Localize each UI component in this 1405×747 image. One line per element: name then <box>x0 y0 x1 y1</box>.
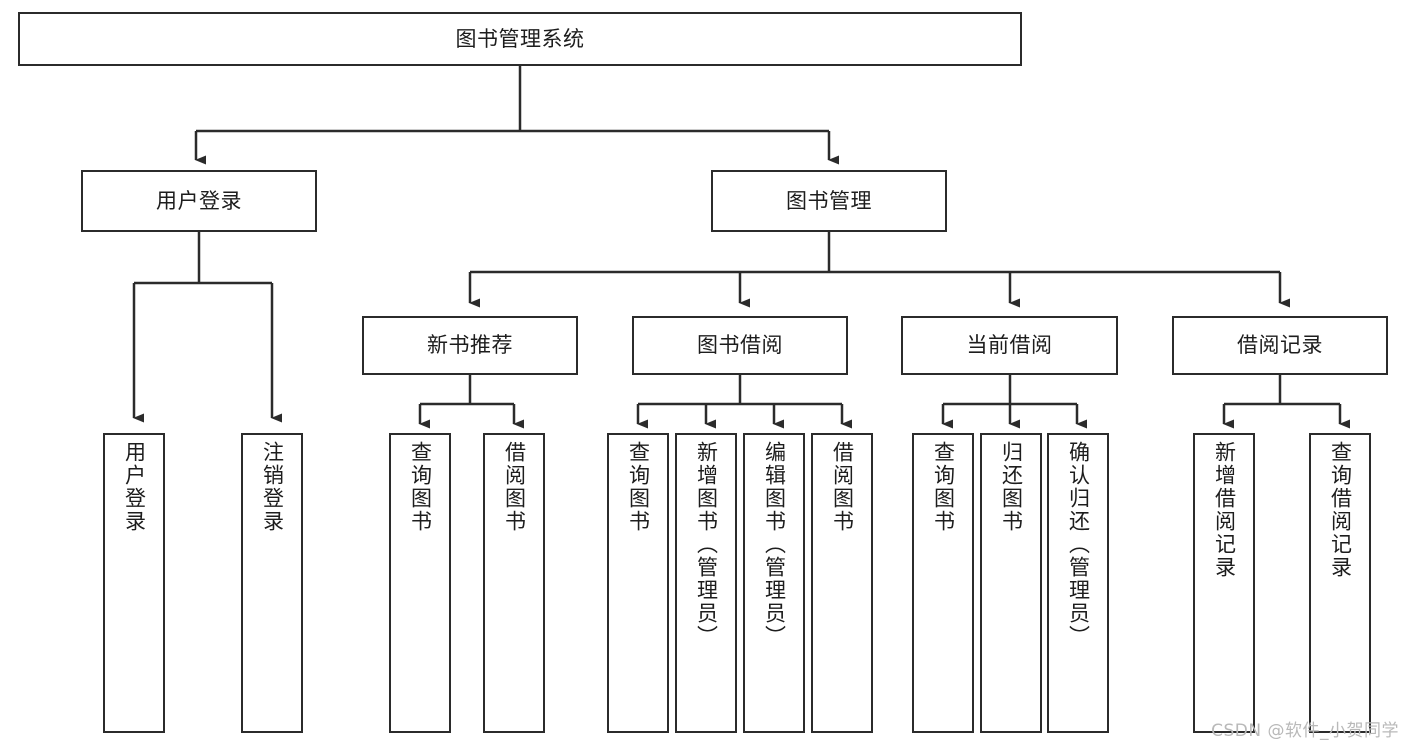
leaf-user-login[interactable]: 用户登录 <box>103 433 165 733</box>
node-label: 图书管理系统 <box>455 26 585 51</box>
node-label: 注销登录 <box>260 441 285 533</box>
leaf-query-book-borrow[interactable]: 查询图书 <box>607 433 669 733</box>
node-label: 新书推荐 <box>427 333 513 358</box>
node-label: 当前借阅 <box>966 333 1053 358</box>
node-label: 图书借阅 <box>697 333 783 358</box>
node-label: 查询图书 <box>408 441 433 533</box>
node-label: 用户登录 <box>122 441 147 533</box>
leaf-logout[interactable]: 注销登录 <box>241 433 303 733</box>
node-user-login[interactable]: 用户登录 <box>81 170 317 232</box>
node-label: 编辑图书（管理员） <box>762 441 787 648</box>
node-label: 图书管理 <box>786 188 872 213</box>
node-label: 新增借阅记录 <box>1212 441 1237 579</box>
node-new-book-recommendation[interactable]: 新书推荐 <box>362 316 578 375</box>
leaf-edit-book-admin[interactable]: 编辑图书（管理员） <box>743 433 805 733</box>
node-label: 借阅记录 <box>1237 333 1323 358</box>
node-current-borrowing[interactable]: 当前借阅 <box>901 316 1118 375</box>
leaf-add-borrow-record[interactable]: 新增借阅记录 <box>1193 433 1255 733</box>
node-label: 借阅图书 <box>830 441 855 533</box>
leaf-confirm-return-admin[interactable]: 确认归还（管理员） <box>1047 433 1109 733</box>
node-label: 确认归还（管理员） <box>1066 441 1091 648</box>
node-book-management[interactable]: 图书管理 <box>711 170 947 232</box>
csdn-watermark: CSDN @软件_小贺同学 <box>1211 721 1399 741</box>
node-label: 查询借阅记录 <box>1328 441 1353 579</box>
leaf-query-book-recommend[interactable]: 查询图书 <box>389 433 451 733</box>
node-root-book-management-system[interactable]: 图书管理系统 <box>18 12 1022 66</box>
node-label: 新增图书（管理员） <box>694 441 719 648</box>
leaf-add-book-admin[interactable]: 新增图书（管理员） <box>675 433 737 733</box>
node-label: 借阅图书 <box>502 441 527 533</box>
node-label: 用户登录 <box>156 188 242 213</box>
leaf-return-book[interactable]: 归还图书 <box>980 433 1042 733</box>
node-label: 归还图书 <box>999 441 1024 533</box>
leaf-query-borrow-record[interactable]: 查询借阅记录 <box>1309 433 1371 733</box>
node-borrowing-record[interactable]: 借阅记录 <box>1172 316 1388 375</box>
node-book-borrowing[interactable]: 图书借阅 <box>632 316 848 375</box>
leaf-borrow-book[interactable]: 借阅图书 <box>811 433 873 733</box>
node-label: 查询图书 <box>626 441 651 533</box>
node-label: 查询图书 <box>931 441 956 533</box>
leaf-query-book-current[interactable]: 查询图书 <box>912 433 974 733</box>
leaf-borrow-book-recommend[interactable]: 借阅图书 <box>483 433 545 733</box>
